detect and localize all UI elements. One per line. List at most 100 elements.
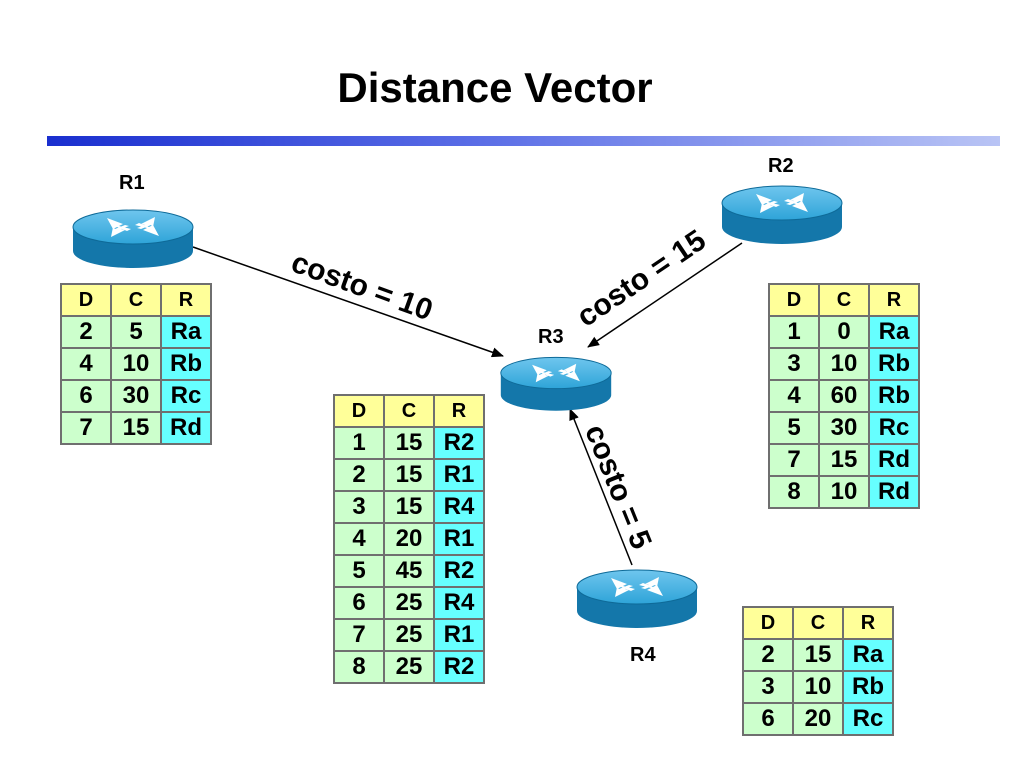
cost-cell: 15 [818, 443, 870, 477]
route-cell: Rb [160, 347, 212, 381]
dest-cell: 3 [768, 347, 820, 381]
header-cell-r: R [433, 394, 485, 428]
cost-cell: 45 [383, 554, 435, 588]
header-cell-d: D [742, 606, 794, 640]
header-cell-r: R [842, 606, 894, 640]
dest-cell: 2 [60, 315, 112, 349]
route-cell: R2 [433, 426, 485, 460]
cost-cell: 10 [818, 347, 870, 381]
route-cell: R1 [433, 458, 485, 492]
route-cell: Rb [868, 347, 920, 381]
dest-cell: 4 [333, 522, 385, 556]
cost-cell: 25 [383, 650, 435, 684]
route-cell: R4 [433, 586, 485, 620]
router-r1-icon [72, 209, 194, 269]
route-cell: R2 [433, 554, 485, 588]
cost-cell: 10 [792, 670, 844, 704]
title-divider [47, 136, 1000, 146]
dest-cell: 4 [768, 379, 820, 413]
cost-cell: 60 [818, 379, 870, 413]
header-cell-d: D [60, 283, 112, 317]
cost-cell: 10 [110, 347, 162, 381]
dest-cell: 3 [742, 670, 794, 704]
header-cell-r: R [160, 283, 212, 317]
router-r2-label: R2 [768, 155, 794, 177]
dest-cell: 3 [333, 490, 385, 524]
header-cell-c: C [110, 283, 162, 317]
route-cell: Ra [868, 315, 920, 349]
route-cell: R2 [433, 650, 485, 684]
route-cell: R4 [433, 490, 485, 524]
route-cell: Rc [868, 411, 920, 445]
cost-cell: 20 [383, 522, 435, 556]
cost-cell: 15 [383, 490, 435, 524]
dest-cell: 7 [768, 443, 820, 477]
dest-cell: 7 [60, 411, 112, 445]
dest-cell: 5 [768, 411, 820, 445]
router-r4-label: R4 [630, 644, 656, 666]
dest-cell: 4 [60, 347, 112, 381]
dest-cell: 7 [333, 618, 385, 652]
dest-cell: 6 [60, 379, 112, 413]
route-cell: R1 [433, 522, 485, 556]
cost-cell: 15 [383, 426, 435, 460]
router-r3-label: R3 [538, 326, 564, 348]
router-r4-icon [576, 569, 698, 629]
cost-cell: 25 [383, 618, 435, 652]
route-cell: Rc [160, 379, 212, 413]
dest-cell: 8 [768, 475, 820, 509]
header-cell-d: D [768, 283, 820, 317]
route-cell: Rb [842, 670, 894, 704]
route-cell: Rd [868, 443, 920, 477]
link-r2-r3 [587, 242, 743, 348]
header-cell-r: R [868, 283, 920, 317]
dest-cell: 6 [742, 702, 794, 736]
cost-cell: 15 [792, 638, 844, 672]
header-cell-c: C [818, 283, 870, 317]
header-cell-c: C [383, 394, 435, 428]
cost-cell: 0 [818, 315, 870, 349]
dest-cell: 6 [333, 586, 385, 620]
cost-cell: 30 [818, 411, 870, 445]
cost-cell: 30 [110, 379, 162, 413]
cost-cell: 15 [383, 458, 435, 492]
cost-cell: 15 [110, 411, 162, 445]
dest-cell: 2 [333, 458, 385, 492]
link-r1-r3 [192, 246, 504, 358]
route-cell: Ra [160, 315, 212, 349]
cost-cell: 20 [792, 702, 844, 736]
route-cell: Rd [868, 475, 920, 509]
link-r4-r3 [569, 408, 633, 566]
page-title: Distance Vector [337, 64, 653, 111]
route-cell: Rd [160, 411, 212, 445]
header-cell-d: D [333, 394, 385, 428]
dest-cell: 8 [333, 650, 385, 684]
router-r3-icon [500, 356, 612, 412]
dest-cell: 2 [742, 638, 794, 672]
route-cell: Rc [842, 702, 894, 736]
